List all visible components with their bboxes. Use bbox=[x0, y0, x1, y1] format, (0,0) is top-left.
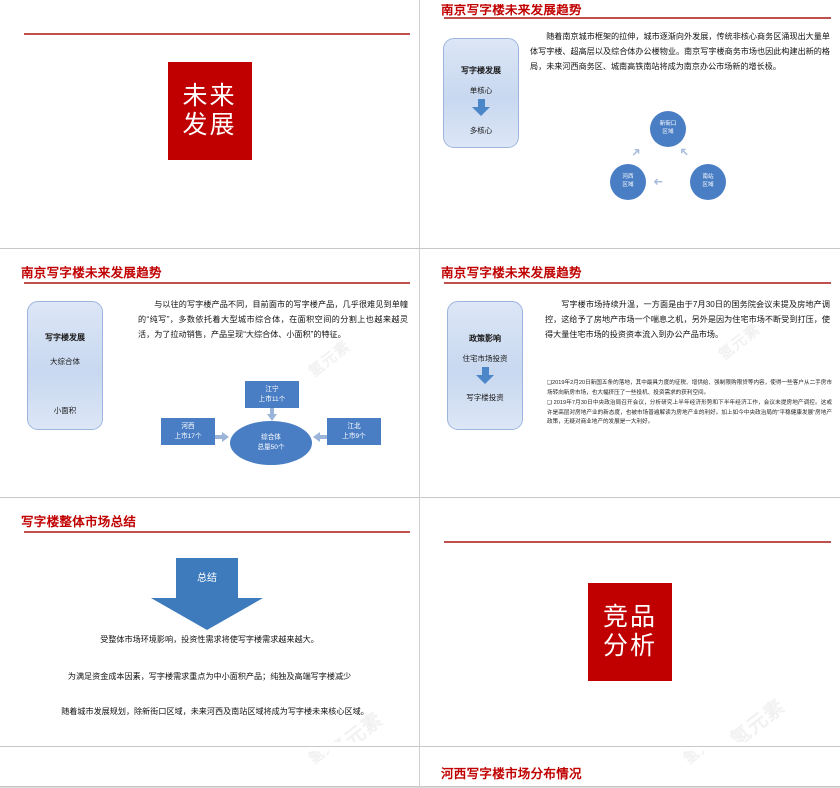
title-rule-2 bbox=[444, 17, 831, 19]
flow-label-center-value: 总量50个 bbox=[257, 444, 285, 451]
capsule-to-3: 小面积 bbox=[53, 406, 77, 415]
slide-canvas-8: 河西写字楼市场分布情况 氢元素 bbox=[425, 751, 835, 782]
slide-canvas-4: 南京写字楼未来发展趋势 政策影响 住宅市场投资 写字楼投资 写字楼市场持续升温，… bbox=[425, 253, 835, 493]
slide-canvas-5: 写字楼整体市场总结 总结 受整体市场环境影响，投资性需求将使写字楼需求越来越大。… bbox=[5, 502, 414, 742]
flow-arrow-left-icon bbox=[313, 432, 327, 442]
slide-paragraph-3: 与以往的写字楼产品不同，目前面市的写字楼产品，几乎很难见到单幢的“纯写”，多数依… bbox=[138, 300, 408, 339]
cover-title-box-1: 未来 发展 bbox=[167, 62, 252, 160]
down-arrow-icon-2 bbox=[472, 99, 490, 116]
capsule-from-4: 住宅市场投资 bbox=[462, 354, 508, 363]
circle-label-2b: 区域 bbox=[702, 182, 714, 188]
slide-canvas-2: 南京写字楼未来发展趋势 写字楼发展 单核心 多核心 随着南京城市框架的拉伸，城市… bbox=[425, 4, 835, 244]
capsule-to-4: 写字楼投资 bbox=[466, 393, 504, 402]
flow-arrow-down-icon bbox=[267, 408, 277, 421]
flow-label-top-name: 江宁 bbox=[265, 385, 279, 393]
summary-arrow-icon: 总结 bbox=[151, 558, 263, 630]
flow-box-jiangbei: 江北 上市9个 bbox=[327, 418, 381, 445]
circle-label-2a: 南站 bbox=[702, 174, 714, 181]
capsule-heading-3: 写字楼发展 bbox=[45, 333, 85, 342]
flow-label-top-value: 上市11个 bbox=[258, 395, 286, 403]
bullet-item-2: ❑ 2019年7月30日中央政治局召开会议，分析研究上半年经济形势和下半年经济工… bbox=[547, 400, 832, 426]
title-rule-5 bbox=[24, 531, 410, 533]
chevron-arrow-icon-b: ➜ bbox=[675, 143, 693, 161]
slide-canvas-1: 未来 发展 bbox=[5, 4, 414, 244]
slide-thumbnail-5[interactable]: 写字楼整体市场总结 总结 受整体市场环境影响，投资性需求将使写字楼需求越来越大。… bbox=[0, 498, 420, 747]
summary-arrow-label: 总结 bbox=[197, 573, 217, 584]
capsule-to-2: 多核心 bbox=[469, 126, 493, 135]
circle-node-nanzhan: 南站 区域 bbox=[690, 164, 726, 200]
cover-line-6a: 竞品 bbox=[602, 602, 657, 631]
slide-canvas-6: 竞品 分析 氢元素 bbox=[425, 502, 835, 742]
slide-paragraph-2: 随着南京城市框架的拉伸，城市逐渐向外发展，传统非核心商务区涌现出大量单体写字楼、… bbox=[530, 32, 830, 71]
capsule-from-2: 单核心 bbox=[469, 86, 493, 95]
cover-line-1b: 发展 bbox=[182, 111, 237, 139]
watermark-6: 氢元素 bbox=[726, 695, 790, 742]
circle-label-1b: 区域 bbox=[662, 129, 674, 135]
cover-line-1a: 未来 bbox=[182, 81, 237, 110]
slide-thumbnail-2[interactable]: 南京写字楼未来发展趋势 写字楼发展 单核心 多核心 随着南京城市框架的拉伸，城市… bbox=[420, 0, 840, 249]
slide-paragraph-4: 写字楼市场持续升温，一方面是由于7月30日的国务院会议未提及房地产调控，这给予了… bbox=[545, 300, 830, 339]
slide-title-5: 写字楼整体市场总结 bbox=[21, 515, 137, 529]
circle-node-hexi: 河西 区域 bbox=[610, 164, 646, 200]
circle-label-1a: 新街口 bbox=[659, 121, 677, 128]
flow-label-right-name: 江北 bbox=[347, 422, 361, 430]
slide-bullets-4: ❑2019年2月20日新国五条的落地，其中最具力度的征税、增供给、强制限购限贷等… bbox=[547, 379, 832, 429]
chevron-arrow-icon-a: ➜ bbox=[627, 143, 645, 161]
flow-label-center-name: 综合体 bbox=[261, 434, 281, 442]
summary-line-2: 为满足资金成本因素，写字楼需求重点为中小面积产品；纯独及高端写字楼减少 bbox=[67, 672, 352, 681]
slide-thumbnail-6[interactable]: 竞品 分析 氢元素 bbox=[420, 498, 840, 747]
title-rule-1 bbox=[24, 33, 410, 35]
flow-ellipse-zonghe: 综合体 总量50个 bbox=[230, 421, 312, 465]
cover-title-box-6: 竞品 分析 bbox=[588, 583, 672, 681]
flow-label-left-name: 河西 bbox=[181, 422, 195, 430]
flow-arrow-right-icon bbox=[215, 432, 229, 442]
chevron-arrow-icon-c: ➜ bbox=[653, 175, 664, 189]
capsule-2: 写字楼发展 单核心 多核心 bbox=[443, 38, 519, 148]
title-rule-4 bbox=[444, 282, 831, 284]
slide-thumbnail-7[interactable]: 氢元素 bbox=[0, 747, 420, 787]
flow-label-left-value: 上市17个 bbox=[174, 432, 202, 440]
slide-thumbnail-3[interactable]: 南京写字楼未来发展趋势 写字楼发展 大综合体 小面积 与以往的写字楼产品不同，目… bbox=[0, 249, 420, 498]
slide-title-2: 南京写字楼未来发展趋势 bbox=[441, 4, 582, 17]
circle-label-3a: 河西 bbox=[622, 174, 634, 181]
slide-thumbnail-8[interactable]: 河西写字楼市场分布情况 氢元素 bbox=[420, 747, 840, 787]
capsule-4: 政策影响 住宅市场投资 写字楼投资 bbox=[447, 301, 523, 430]
flow-box-hexi: 河西 上市17个 bbox=[161, 418, 215, 445]
slide-thumbnail-4[interactable]: 南京写字楼未来发展趋势 政策影响 住宅市场投资 写字楼投资 写字楼市场持续升温，… bbox=[420, 249, 840, 498]
bullet-item-1: ❑2019年2月20日新国五条的落地，其中最具力度的征税、增供给、强制限购限贷等… bbox=[547, 380, 832, 396]
slide-title-8: 河西写字楼市场分布情况 bbox=[441, 767, 582, 781]
summary-line-3: 随着城市发展规划，除新街口区域，未来河西及南站区域将成为写字楼未来核心区域。 bbox=[61, 707, 369, 716]
slide-canvas-7: 氢元素 bbox=[5, 751, 414, 782]
title-rule-3 bbox=[24, 282, 410, 284]
slide-title-3: 南京写字楼未来发展趋势 bbox=[21, 266, 162, 280]
slide-canvas-3: 南京写字楼未来发展趋势 写字楼发展 大综合体 小面积 与以往的写字楼产品不同，目… bbox=[5, 253, 414, 493]
summary-line-1: 受整体市场环境影响，投资性需求将使写字楼需求越来越大。 bbox=[100, 635, 319, 644]
flow-label-right-value: 上市9个 bbox=[342, 432, 366, 440]
capsule-heading-2: 写字楼发展 bbox=[461, 66, 501, 75]
capsule-heading-4: 政策影响 bbox=[469, 334, 501, 343]
capsule-from-3: 大综合体 bbox=[50, 357, 80, 366]
watermark-8: 氢元素 bbox=[679, 751, 730, 769]
circle-node-xinjiekou: 新街口 区域 bbox=[650, 111, 686, 147]
slide-thumbnail-1[interactable]: 未来 发展 bbox=[0, 0, 420, 249]
down-arrow-icon-4 bbox=[476, 367, 494, 384]
capsule-3: 写字楼发展 大综合体 小面积 bbox=[27, 301, 103, 430]
circle-label-3b: 区域 bbox=[622, 182, 634, 188]
flow-box-jiangning: 江宁 上市11个 bbox=[245, 381, 299, 408]
slide-title-4: 南京写字楼未来发展趋势 bbox=[441, 266, 582, 280]
cover-line-6b: 分析 bbox=[602, 632, 657, 660]
watermark-7: 氢元素 bbox=[304, 751, 355, 769]
title-rule-6 bbox=[444, 541, 831, 543]
